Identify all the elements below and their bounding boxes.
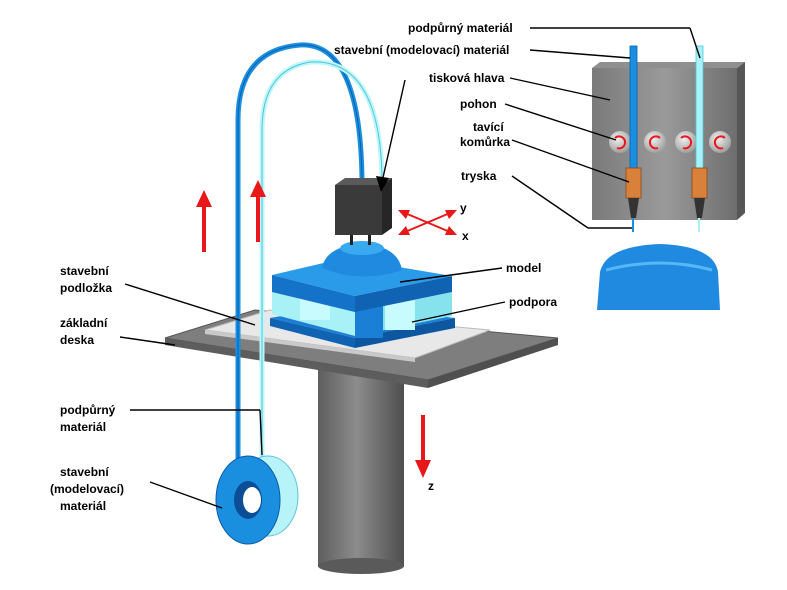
drive-gears bbox=[609, 131, 731, 153]
leader-lines bbox=[119, 27, 701, 509]
label-axis-x: x bbox=[462, 229, 469, 243]
label-stavebni-left-line3: materiál bbox=[60, 499, 106, 513]
label-pohon: pohon bbox=[460, 97, 497, 111]
label-axis-y: y bbox=[460, 201, 467, 215]
print-head bbox=[335, 178, 392, 245]
label-podpora: podpora bbox=[509, 295, 557, 309]
label-stavebni-left-line1: stavební bbox=[60, 465, 109, 479]
label-tiskova-hlava: tisková hlava bbox=[429, 71, 505, 85]
label-axis-z: z bbox=[428, 479, 434, 493]
label-stavebni-left-line2: (modelovací) bbox=[50, 482, 124, 496]
label-podpurny-left-line1: podpůrný bbox=[60, 403, 116, 417]
label-podlozka-line2: podložka bbox=[60, 281, 112, 295]
label-model: model bbox=[506, 261, 541, 275]
label-deska-line1: základní bbox=[60, 316, 108, 330]
build-spool bbox=[215, 455, 281, 545]
label-podpurny-left-line2: materiál bbox=[60, 420, 106, 434]
label-tavici-line2: komůrka bbox=[460, 135, 510, 149]
arrow-up-right-icon bbox=[250, 180, 266, 242]
filament-tubes bbox=[235, 42, 385, 462]
arrow-down-z-icon bbox=[415, 415, 431, 478]
support-column bbox=[318, 355, 404, 574]
label-tavici-line1: tavící bbox=[473, 120, 504, 134]
motion-arrows bbox=[196, 180, 457, 478]
label-podlozka-line1: stavební bbox=[60, 264, 109, 278]
label-deska-line2: deska bbox=[60, 333, 94, 347]
label-tryska: tryska bbox=[461, 169, 497, 183]
label-stavebni-material-top: stavební (modelovací) materiál bbox=[334, 43, 509, 57]
arrow-up-left-icon bbox=[196, 190, 212, 252]
xy-cross-arrows-icon bbox=[398, 210, 457, 235]
label-podpurny-material-top: podpůrný materiál bbox=[408, 21, 513, 35]
labels: podpůrný materiál stavební (modelovací) … bbox=[50, 21, 557, 513]
head-detail-inset bbox=[592, 45, 745, 310]
model-part bbox=[270, 241, 455, 348]
